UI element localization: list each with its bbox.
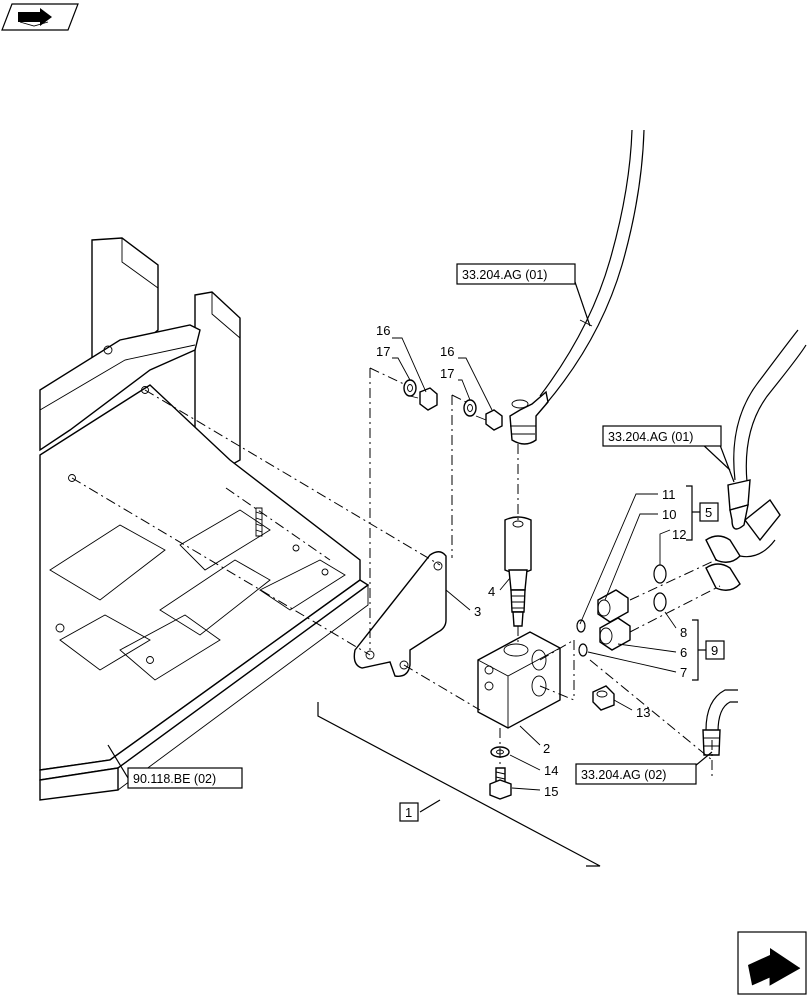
- callout-13[interactable]: 13: [636, 705, 650, 720]
- callout-2[interactable]: 2: [543, 741, 550, 756]
- ref-frame[interactable]: 90.118.BE (02): [127, 767, 243, 789]
- callout-11[interactable]: 11: [662, 487, 676, 502]
- cartridge-valve-part[interactable]: [504, 516, 532, 627]
- callout-5[interactable]: 5: [699, 502, 719, 522]
- svg-text:90.118.BE (02): 90.118.BE (02): [133, 772, 216, 786]
- washer-17-part[interactable]: [403, 379, 477, 417]
- mounting-frame: [39, 237, 370, 801]
- assembly-lines: [71, 367, 721, 776]
- bolt-15-part[interactable]: [489, 767, 512, 800]
- svg-text:5: 5: [705, 505, 712, 520]
- book-arrow-icon[interactable]: [1, 3, 79, 31]
- ref-hose-top[interactable]: 33.204.AG (01): [456, 263, 576, 285]
- callout-16-right[interactable]: 16: [440, 344, 454, 359]
- valve-block-part[interactable]: [477, 631, 561, 729]
- fitting-part[interactable]: [597, 589, 631, 651]
- callout-6[interactable]: 6: [680, 645, 687, 660]
- bottom-hose-part: [702, 689, 738, 756]
- callout-17-left[interactable]: 17: [376, 344, 390, 359]
- top-hose-part: [509, 129, 645, 445]
- ref-hose-right[interactable]: 33.204.AG (01): [602, 425, 722, 447]
- svg-text:9: 9: [711, 643, 718, 658]
- callout-12[interactable]: 12: [672, 527, 686, 542]
- callout-8[interactable]: 8: [680, 625, 687, 640]
- svg-text:33.204.AG (01): 33.204.AG (01): [608, 430, 693, 444]
- callout-14[interactable]: 14: [544, 763, 558, 778]
- next-page-arrow-icon[interactable]: [737, 931, 807, 995]
- callout-7[interactable]: 7: [680, 665, 687, 680]
- right-hose-part: [705, 329, 807, 591]
- svg-text:1: 1: [405, 805, 412, 820]
- callout-3[interactable]: 3: [474, 604, 481, 619]
- ref-hose-bottom[interactable]: 33.204.AG (02): [575, 763, 697, 785]
- callout-10[interactable]: 10: [662, 507, 676, 522]
- callout-16-left[interactable]: 16: [376, 323, 390, 338]
- callout-9[interactable]: 9: [705, 640, 725, 660]
- bracket-part[interactable]: [353, 551, 447, 677]
- callout-15[interactable]: 15: [544, 784, 558, 799]
- bolt-16-part[interactable]: [409, 387, 503, 431]
- callout-17-right[interactable]: 17: [440, 366, 454, 381]
- callout-4[interactable]: 4: [488, 584, 495, 599]
- svg-text:33.204.AG (02): 33.204.AG (02): [581, 768, 666, 782]
- svg-text:33.204.AG (01): 33.204.AG (01): [462, 268, 547, 282]
- callout-1[interactable]: 1: [399, 802, 419, 822]
- plug-part[interactable]: [592, 685, 615, 711]
- leader-lines: [107, 281, 735, 867]
